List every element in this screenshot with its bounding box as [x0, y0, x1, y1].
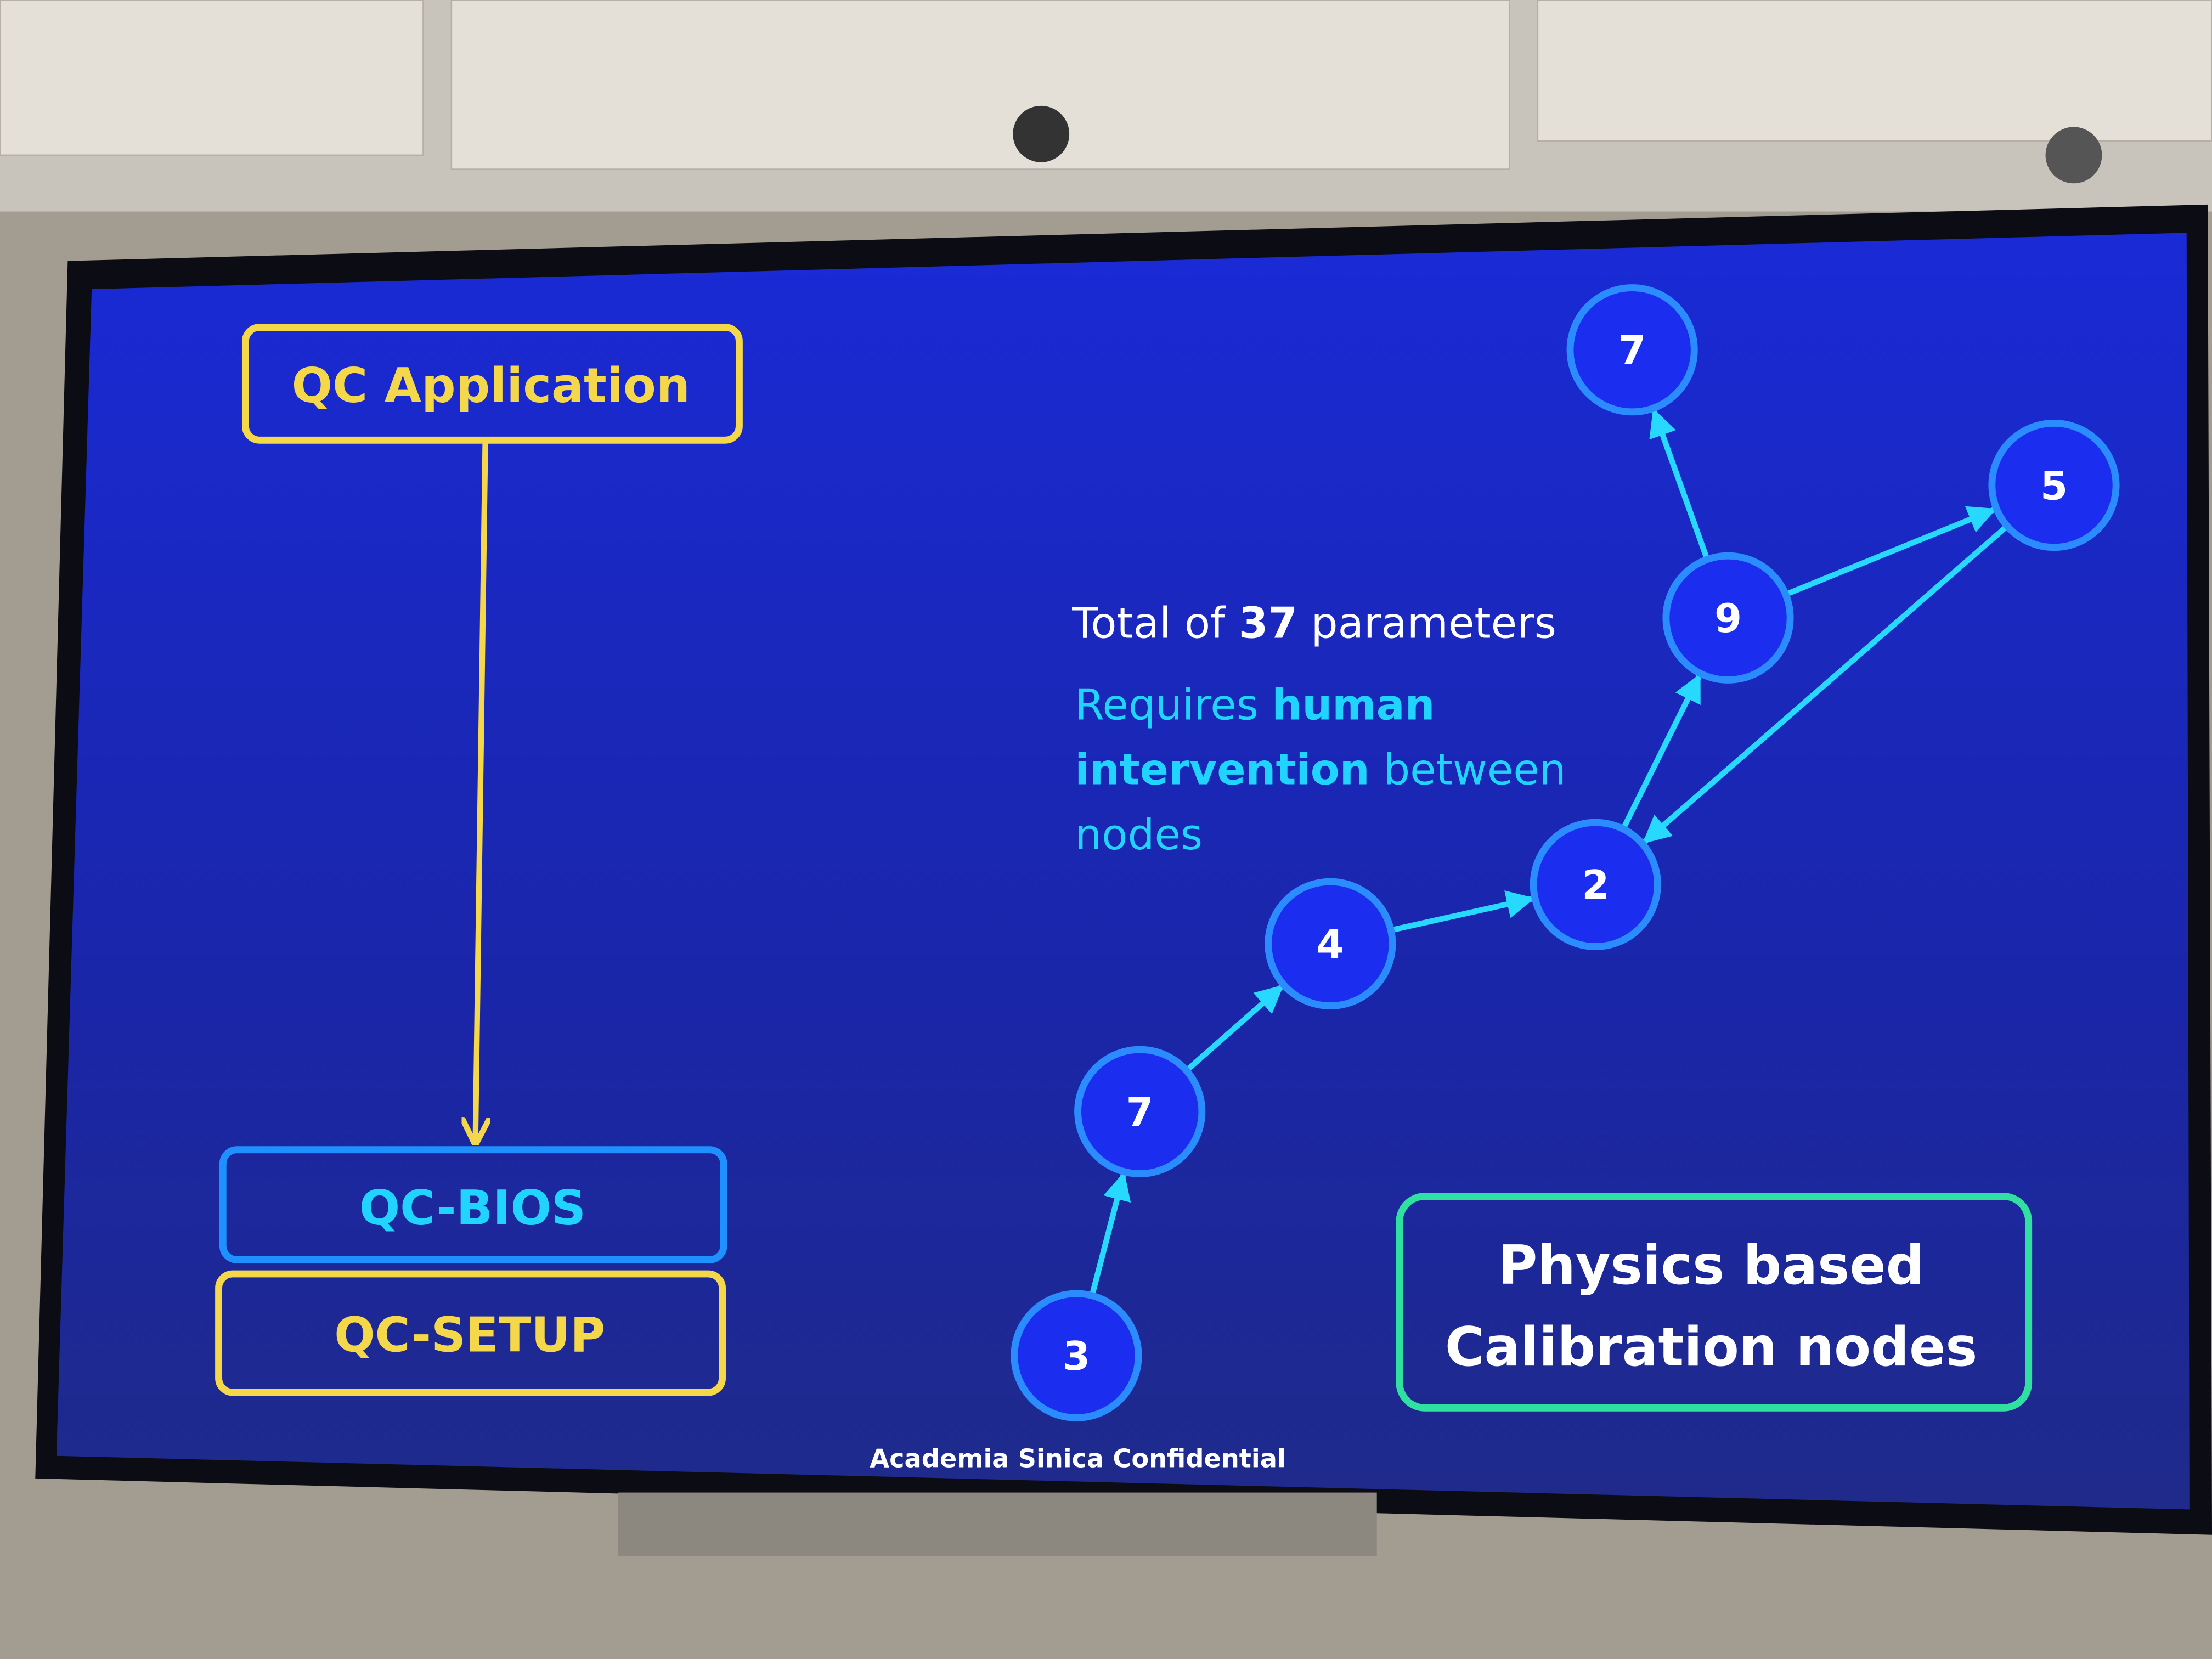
physics-box: [1396, 1193, 2033, 1412]
graph-node-label: 7: [1126, 1089, 1154, 1135]
graph-edge: [1642, 523, 2010, 844]
slide: [56, 233, 2190, 1510]
requires-text-3: nodes: [1075, 810, 1203, 860]
graph-node-label: 4: [1317, 921, 1344, 967]
graph-node: [1265, 878, 1396, 1009]
qc-setup-box: [215, 1270, 726, 1396]
camera-icon: [2045, 127, 2102, 184]
graph-node: [1530, 819, 1661, 950]
graph-node-label: 2: [1582, 862, 1609, 908]
qc-application-box: [241, 324, 743, 444]
physics-line-2: Calibration nodes: [1445, 1316, 1978, 1379]
graph-edge: [1621, 673, 1702, 831]
graph-node-label: 7: [1618, 327, 1646, 373]
ports-strip: [618, 1492, 1377, 1556]
total-parameters-text: Total of 37 parameters: [1071, 599, 1556, 648]
graph-edge: [1089, 1171, 1131, 1296]
qc-bios-label: QC-BIOS: [359, 1180, 586, 1236]
qc-application-label: QC Application: [292, 358, 690, 414]
footer-confidential: Academia Sinica Confidential: [870, 1443, 1286, 1473]
graph-node: [1011, 1290, 1142, 1421]
qc-setup-label: QC-SETUP: [334, 1307, 605, 1363]
flow-arrow: [476, 443, 486, 1142]
camera-icon: [1013, 105, 1070, 162]
ceiling-panels: [0, 0, 2212, 170]
graph-node-label: 9: [1714, 595, 1742, 641]
graph-edge: [1184, 984, 1284, 1073]
graph-node: [1566, 284, 1698, 416]
graph-edge: [1649, 408, 1710, 561]
physics-line-1: Physics based: [1498, 1234, 1925, 1297]
qc-bios-box: [219, 1146, 727, 1263]
graph-edge: [1390, 890, 1535, 933]
graph-node-label: 3: [1063, 1333, 1090, 1379]
graph-node: [1988, 420, 2120, 551]
graph-node: [1074, 1046, 1206, 1177]
requires-text-1: Requires human: [1075, 680, 1435, 730]
calibration-graph: 7 5 9 2 4 7 3: [1011, 284, 2120, 1421]
graph-node-label: 5: [2040, 462, 2068, 509]
requires-text-2: intervention between: [1075, 746, 1566, 795]
graph-edge: [1784, 506, 1997, 597]
graph-node: [1662, 552, 1794, 684]
